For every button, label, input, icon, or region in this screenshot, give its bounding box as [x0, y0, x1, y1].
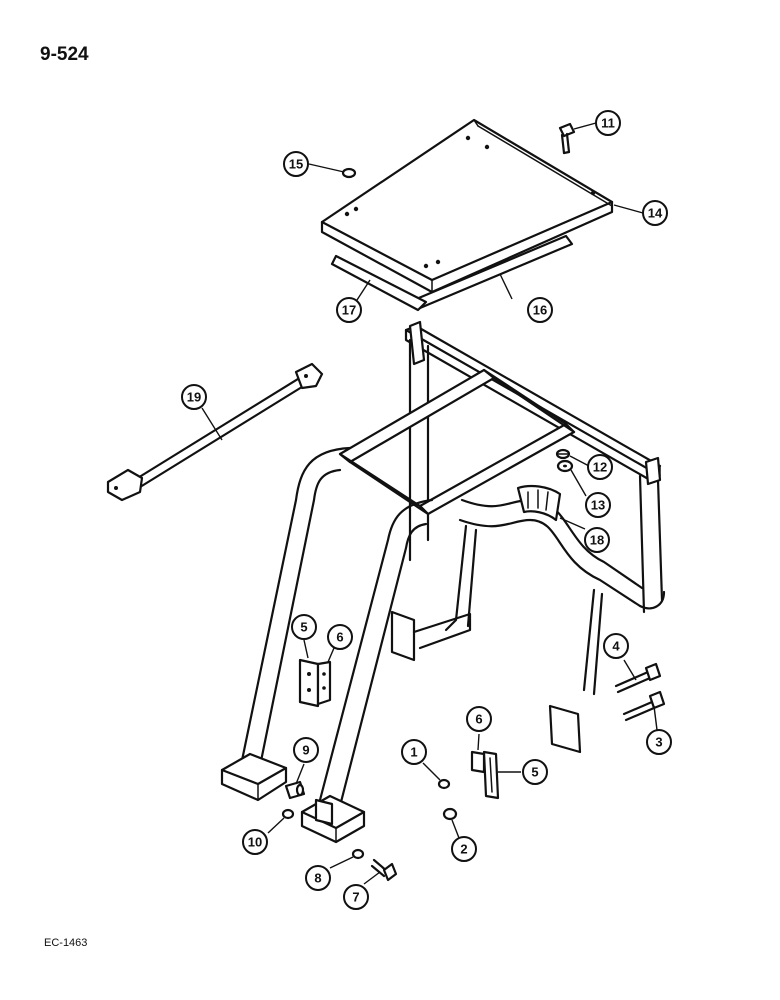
nut-2: [442, 807, 458, 821]
callout-6-left: 6: [327, 624, 353, 650]
nut-1: [437, 778, 451, 790]
bolt-3: [622, 690, 666, 722]
callout-5-right: 5: [522, 759, 548, 785]
bolt-7: [370, 858, 398, 882]
callout-1: 1: [401, 739, 427, 765]
svg-text:14: 14: [648, 206, 663, 221]
svg-text:6: 6: [475, 712, 482, 727]
svg-text:5: 5: [531, 765, 538, 780]
nut-13: [556, 459, 574, 473]
bracket-6-right: [470, 750, 486, 774]
callout-5-left: 5: [291, 614, 317, 640]
svg-text:16: 16: [533, 303, 547, 318]
page-code: 9-524: [40, 44, 89, 65]
seal-strip-17: [330, 254, 428, 312]
svg-text:1: 1: [410, 745, 417, 760]
callout-14: 14: [642, 200, 668, 226]
callout-11: 11: [595, 110, 621, 136]
bracket-5-left: [298, 658, 320, 708]
svg-text:7: 7: [352, 890, 359, 905]
callouts: 1 2 3 4 5 5 6: [181, 110, 672, 910]
bracket-6-left: [316, 660, 332, 706]
svg-text:8: 8: [314, 871, 321, 886]
callout-8: 8: [305, 865, 331, 891]
callout-6-right: 6: [466, 706, 492, 732]
callout-15: 15: [283, 151, 309, 177]
svg-text:9: 9: [302, 743, 309, 758]
nut-8: [351, 848, 365, 860]
nut-12: [555, 448, 571, 460]
callout-9: 9: [293, 737, 319, 763]
leader-lines: [201, 122, 658, 885]
svg-text:3: 3: [655, 735, 662, 750]
svg-text:5: 5: [300, 620, 307, 635]
rops-frame: [220, 320, 666, 844]
decal-18: [516, 484, 562, 522]
rod-assembly-19: [106, 362, 324, 502]
svg-text:11: 11: [601, 116, 615, 131]
plug-15: [341, 167, 357, 179]
spacer-9: [284, 780, 306, 800]
callout-7: 7: [343, 884, 369, 910]
callout-3: 3: [646, 729, 672, 755]
bolt-11: [558, 122, 576, 155]
callout-4: 4: [603, 633, 629, 659]
svg-text:13: 13: [591, 498, 605, 513]
svg-text:2: 2: [460, 842, 467, 857]
svg-text:15: 15: [289, 157, 303, 172]
callout-10: 10: [242, 829, 268, 855]
callout-17: 17: [336, 297, 362, 323]
bracket-5-right: [482, 750, 500, 800]
svg-text:12: 12: [593, 460, 607, 475]
nut-10: [281, 808, 295, 820]
callout-12: 12: [587, 454, 613, 480]
svg-text:18: 18: [590, 533, 604, 548]
callout-18: 18: [584, 527, 610, 553]
bolt-4: [614, 662, 662, 694]
svg-text:19: 19: [187, 390, 201, 405]
callout-19: 19: [181, 384, 207, 410]
svg-text:10: 10: [248, 835, 262, 850]
svg-text:4: 4: [612, 639, 620, 654]
callout-2: 2: [451, 836, 477, 862]
svg-text:6: 6: [336, 630, 343, 645]
callout-13: 13: [585, 492, 611, 518]
figure-code: EC-1463: [44, 937, 88, 949]
svg-text:17: 17: [342, 303, 356, 318]
callout-16: 16: [527, 297, 553, 323]
